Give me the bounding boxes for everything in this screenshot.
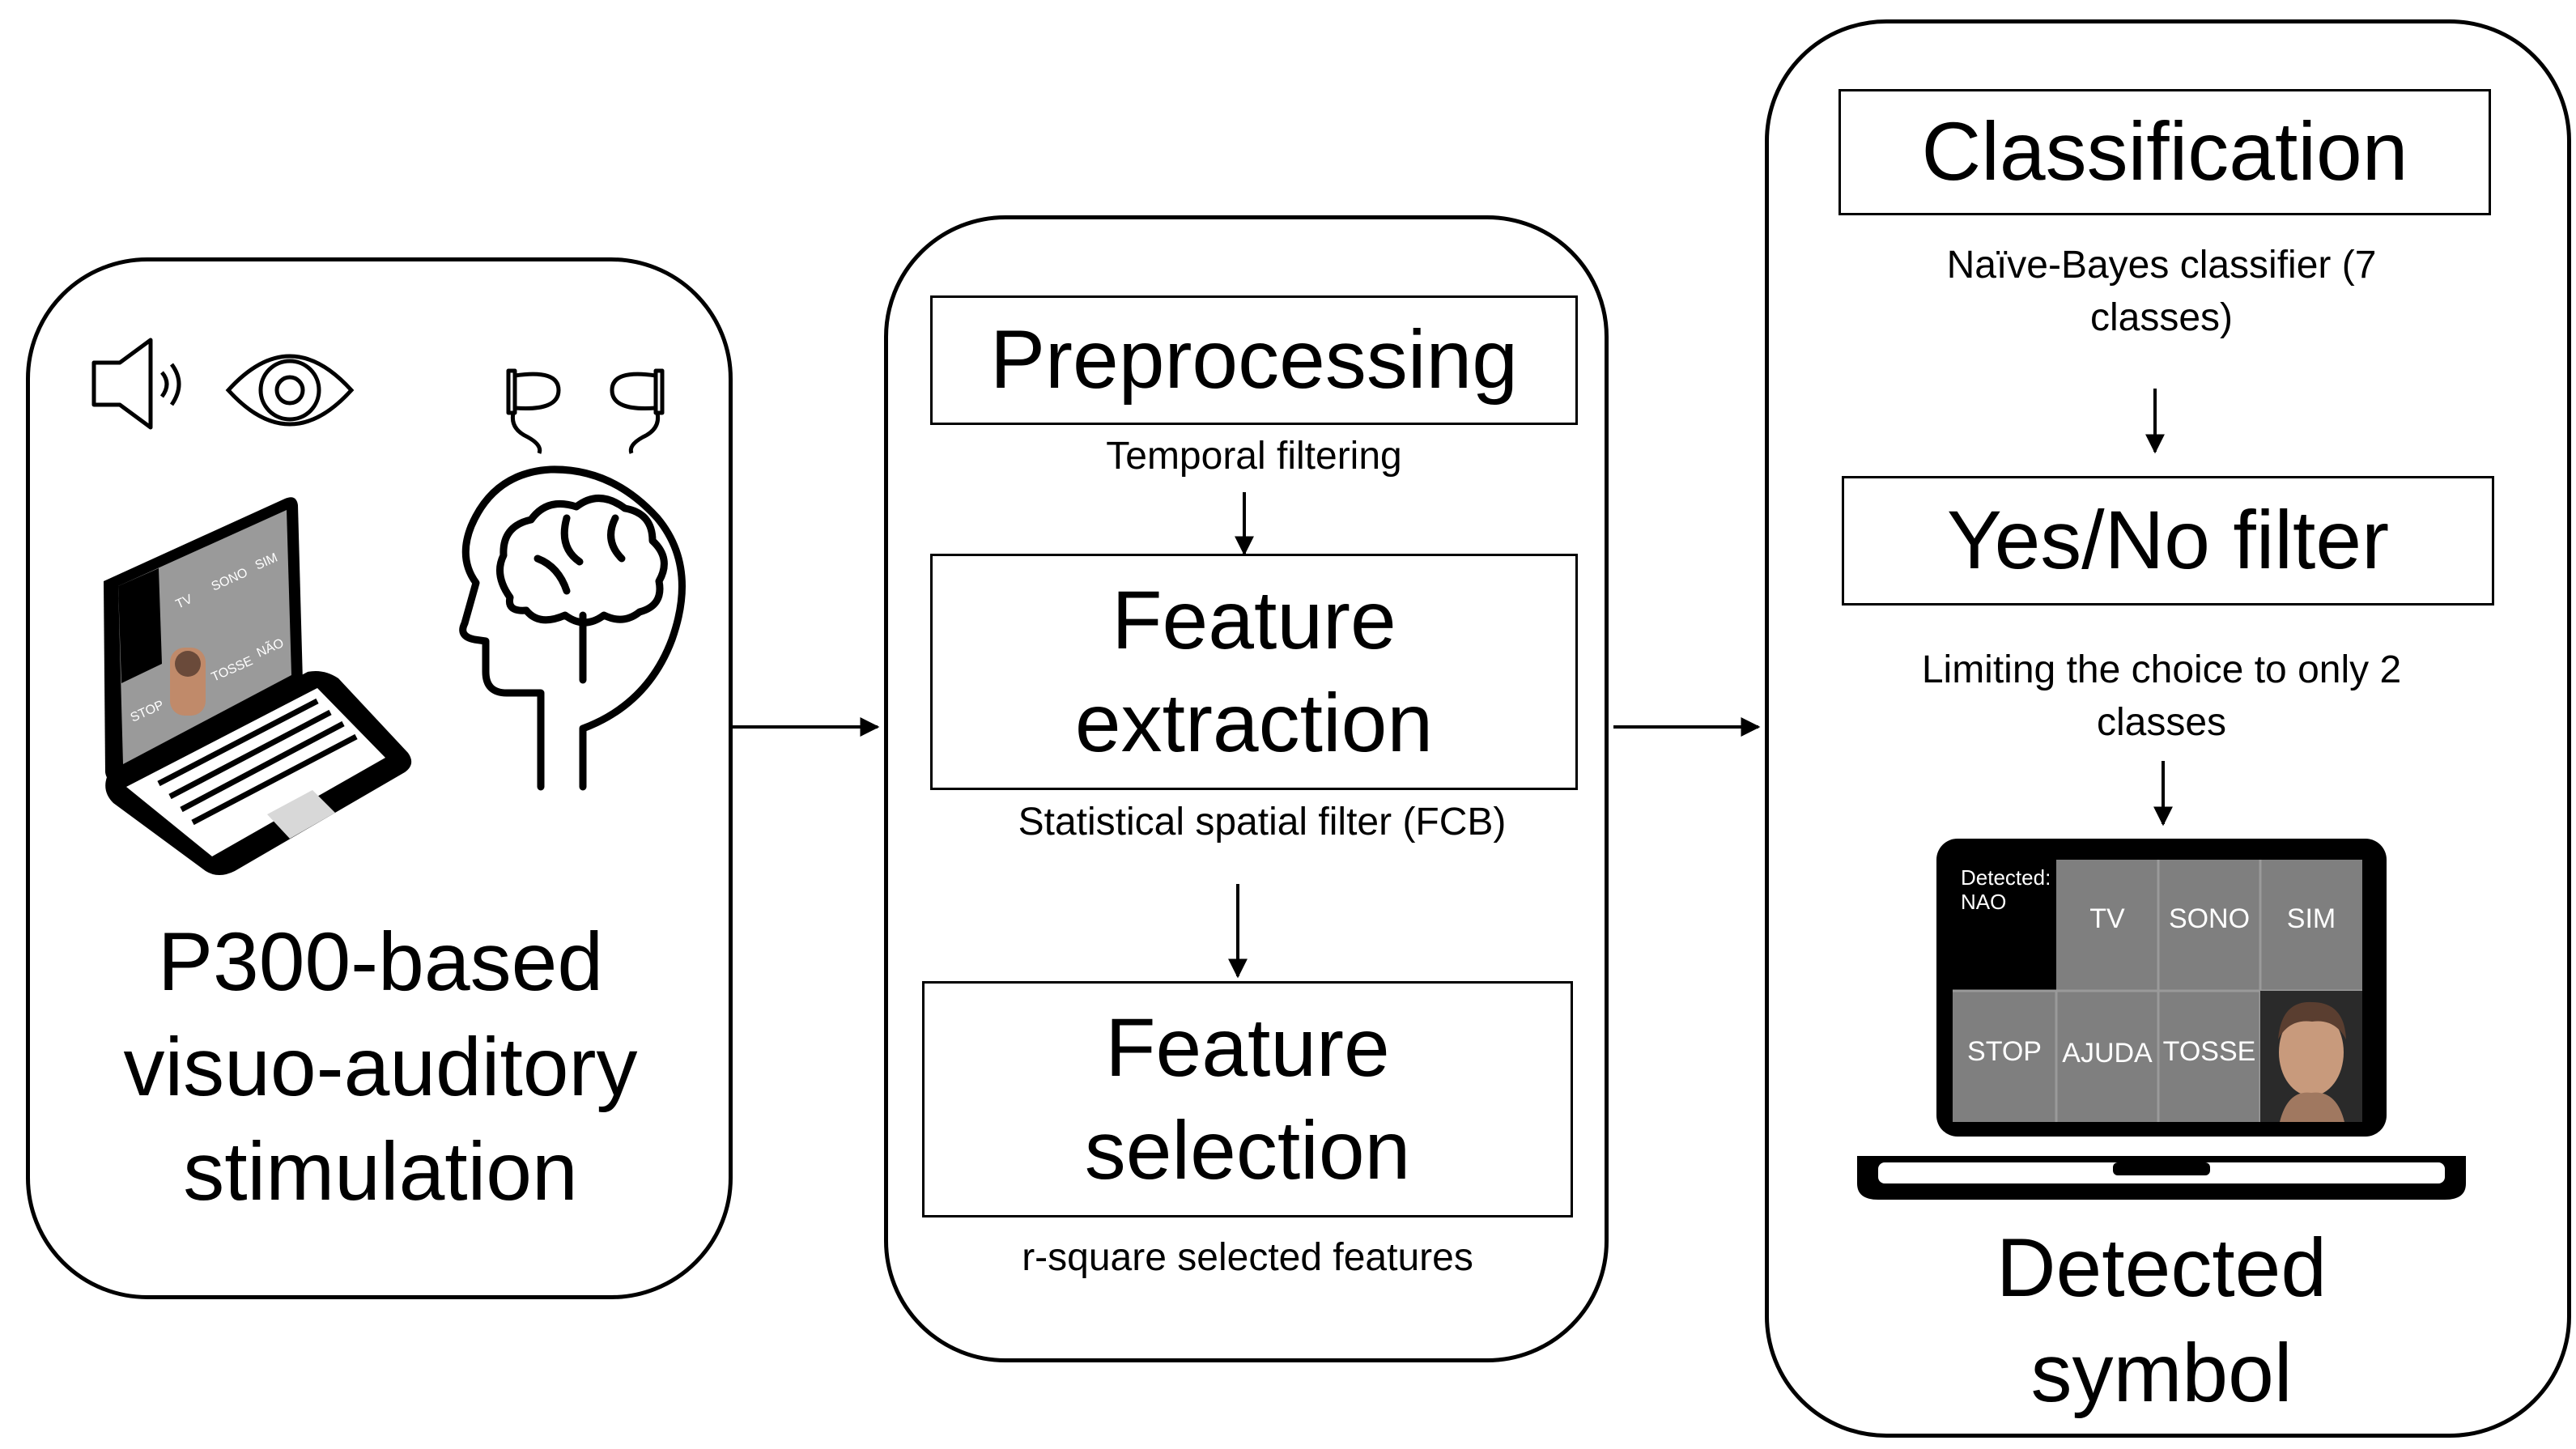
preprocessing-caption: Temporal filtering bbox=[1106, 435, 1402, 478]
screen-cell-sono: SONO bbox=[2168, 903, 2251, 934]
yes-no-filter-caption: Limiting the choice to only 2 classes bbox=[1921, 648, 2402, 744]
brain-head-icon bbox=[459, 465, 686, 791]
feature-selection-title: Feature selection bbox=[1084, 1001, 1411, 1197]
detected-label: Detected: NAO bbox=[1961, 865, 2051, 914]
preprocessing-box: Preprocessing bbox=[930, 295, 1578, 425]
feature-extraction-box: Feature extraction bbox=[930, 554, 1578, 790]
screen-cell-stop: STOP bbox=[1967, 1036, 2042, 1067]
yes-no-filter-title: Yes/No filter bbox=[1946, 494, 2390, 587]
eye-icon bbox=[225, 354, 355, 427]
preprocessing-title: Preprocessing bbox=[990, 313, 1518, 406]
laptop-speller-icon: TV SONO SIM STOP TOSSE NÃO bbox=[104, 497, 412, 875]
feature-extraction-title: Feature extraction bbox=[1074, 573, 1434, 770]
screen-cell-tv: TV bbox=[2089, 903, 2125, 934]
output-panel bbox=[1765, 19, 2571, 1438]
screen-cell-sim: SIM bbox=[2286, 903, 2336, 934]
classification-box: Classification bbox=[1838, 89, 2491, 215]
laptop-cell-tv: TV bbox=[174, 593, 195, 612]
screen-cell-ajuda: AJUDA bbox=[2062, 1038, 2153, 1069]
classification-caption: Naïve-Bayes classifier (7 classes) bbox=[1946, 244, 2377, 339]
speaker-icon bbox=[91, 338, 181, 430]
input-title: P300-based visuo-auditory stimulation bbox=[123, 916, 638, 1218]
earphones-icon bbox=[506, 368, 665, 454]
feature-selection-box: Feature selection bbox=[922, 981, 1573, 1217]
screen-cell-tosse: TOSSE bbox=[2162, 1036, 2256, 1067]
result-title: Detected symbol bbox=[1996, 1222, 2327, 1419]
feature-extraction-caption: Statistical spatial filter (FCB) bbox=[1018, 801, 1507, 843]
classification-title: Classification bbox=[1921, 105, 2408, 198]
feature-selection-caption: r-square selected features bbox=[1022, 1236, 1473, 1279]
yes-no-filter-box: Yes/No filter bbox=[1842, 476, 2494, 606]
